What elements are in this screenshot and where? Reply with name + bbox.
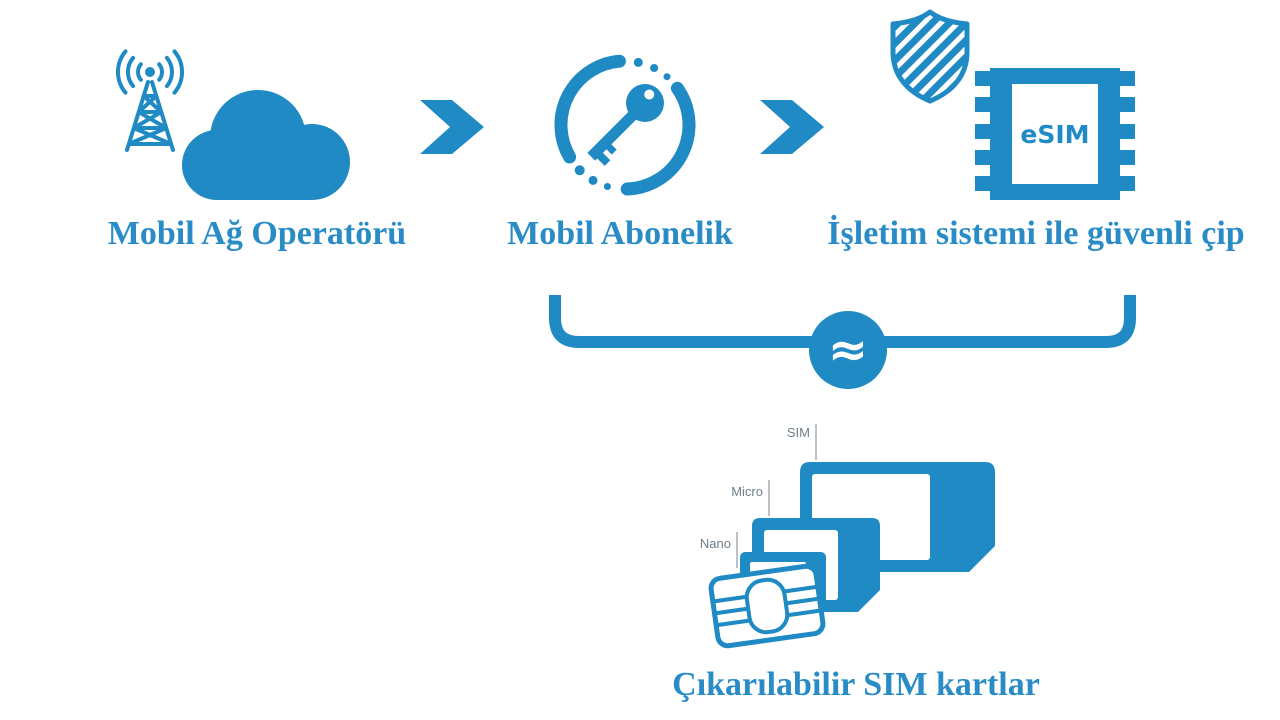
cloud-icon [182,90,350,200]
ring-dot [650,64,659,72]
ring-dot [588,175,598,185]
ring-arc-left [554,54,626,164]
chevron-right-icon [420,100,484,154]
key-shaft [587,109,639,161]
key-tooth [605,143,617,155]
key-hole [644,89,655,100]
ring-dot [663,73,671,81]
ring-dot [633,57,643,67]
sim-cards-icon [708,462,995,649]
chip-pad-lines [714,585,820,627]
sim-chip-contacts [708,563,826,649]
antenna-dot [145,67,155,77]
esim-chip-icon: eSIM [975,68,1135,200]
key-icon [554,54,696,196]
ring-dot [603,183,611,190]
label-removable-sim-cards: Çıkarılabilir SIM kartlar [672,666,1040,703]
label-secure-chip: İşletim sistemi ile güvenli çip [827,215,1245,252]
chevron-right-icon [760,100,824,154]
ring-dots [574,57,671,190]
key-head [626,84,664,122]
chip-window [1012,84,1098,184]
cloud-part [217,150,312,200]
radio-waves-right [157,49,185,95]
key-tooth [596,151,611,166]
shield-icon [890,9,970,104]
label-mobile-network-operator: Mobil Ağ Operatörü [107,215,407,252]
ring-dot [574,165,585,176]
ring-arc-right [620,81,696,196]
approximately-equal-symbol: ≈ [828,322,868,378]
antenna-tower-icon [115,49,185,152]
tower-frame [125,80,175,152]
caption-sim: SIM [787,425,810,440]
label-mobile-subscription: Mobil Abonelik [507,215,733,252]
chip-pins [975,71,1135,191]
chip-label: eSIM [1020,120,1089,149]
key-shape [587,84,664,166]
chip-plate [708,563,826,649]
caption-nano: Nano [700,536,731,551]
equivalence-badge [809,311,887,389]
radio-waves-left [115,49,143,95]
caption-micro: Micro [731,484,763,499]
